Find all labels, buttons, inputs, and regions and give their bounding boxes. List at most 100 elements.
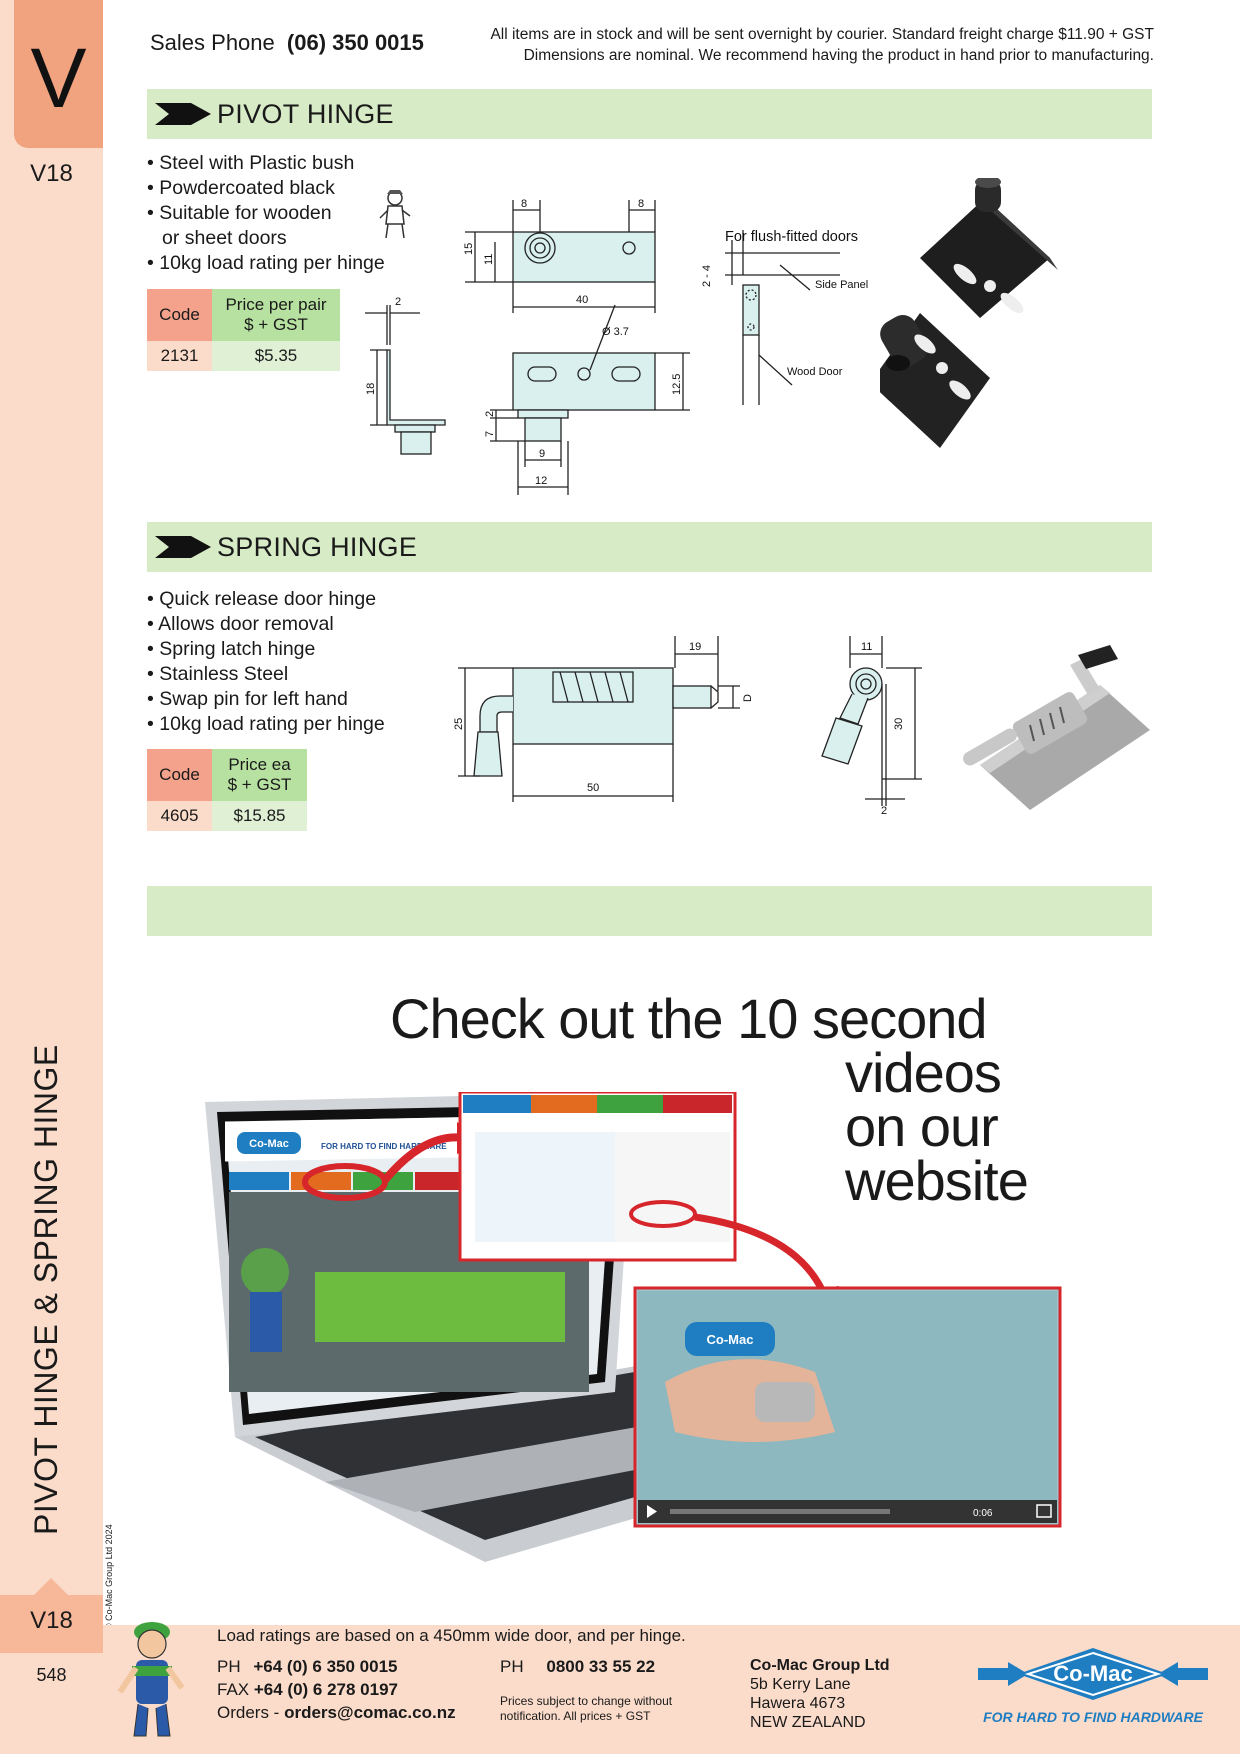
- pivot-hinge-technical-drawing: 8 8 15 11 40 2 18 Ø 3.7 12.5 7 2 9 12 Fo…: [365, 198, 868, 495]
- disclaimer-line: Prices subject to change without: [500, 1694, 673, 1708]
- sales-phone: Sales Phone (06) 350 0015: [150, 30, 424, 56]
- mascot-doodle-icon: [379, 190, 411, 239]
- video-time: 0:06: [973, 1508, 993, 1519]
- wood-door-label: Wood Door: [787, 366, 843, 378]
- dim-label: 2: [484, 411, 496, 417]
- site-logo-text: Co-Mac: [249, 1138, 289, 1150]
- disclaimer-line: notification. All prices + GST: [500, 1709, 651, 1723]
- pivot-hinge-title: PIVOT HINGE: [217, 99, 394, 129]
- spring-hinge-technical-drawing: 19 D 25 50 11 30 2: [453, 636, 922, 817]
- section-code-notch: [34, 1578, 68, 1595]
- dim-label: 2 - 4: [701, 265, 713, 287]
- site-tagline: FOR HARD TO FIND HARDWARE: [321, 1142, 447, 1151]
- dim-label: 12.5: [671, 374, 683, 395]
- section-tab: [14, 0, 103, 148]
- product-price: $5.35: [212, 341, 340, 371]
- dim-label: 12: [535, 475, 547, 487]
- list-item: Suitable for wooden: [147, 201, 385, 226]
- pivot-hinge-photo: [880, 178, 1058, 448]
- notice-line: Dimensions are nominal. We recommend hav…: [523, 47, 1154, 64]
- page-number: 548: [36, 1665, 67, 1685]
- promo-line: on our: [845, 1095, 999, 1158]
- dim-label: 50: [587, 782, 599, 794]
- phone-number: +64 (0) 6 350 0015: [253, 1657, 398, 1676]
- spring-price-table: Code Price ea $ + GST 4605 $15.85: [147, 749, 307, 831]
- pivot-feature-list: Steel with Plastic bush Powdercoated bla…: [147, 151, 385, 276]
- price-header-line: $ + GST: [244, 315, 308, 334]
- phone-label: PH: [500, 1657, 524, 1676]
- side-panel-label: Side Panel: [815, 279, 868, 291]
- dim-label: Ø 3.7: [602, 326, 629, 338]
- fax-number: +64 (0) 6 278 0197: [253, 1680, 399, 1699]
- list-item: Powdercoated black: [147, 176, 385, 201]
- code-header: Code: [147, 749, 212, 801]
- address-line: 5b Kerry Lane: [750, 1676, 851, 1693]
- promo-line: website: [845, 1149, 1029, 1212]
- section-code-top: V18: [30, 160, 73, 187]
- play-icon: [647, 1505, 657, 1518]
- footer-disclaimer: Prices subject to change without notific…: [500, 1694, 672, 1724]
- list-item: Allows door removal: [147, 612, 385, 637]
- logo-text: Co-Mac: [1053, 1661, 1132, 1686]
- sales-phone-number: (06) 350 0015: [286, 30, 424, 55]
- address-line: Hawera 4673: [750, 1695, 846, 1712]
- sales-phone-label: Sales Phone: [150, 30, 275, 55]
- footer-orders: Orders - orders@comac.co.nz: [217, 1703, 456, 1723]
- list-item: Spring latch hinge: [147, 637, 385, 662]
- website-video-promo-graphic: Co-Mac FOR HARD TO FIND HARDWARE Co-Mac …: [205, 1092, 1062, 1562]
- notice-line: All items are in stock and will be sent …: [490, 26, 1154, 43]
- price-header: Price ea $ + GST: [212, 749, 307, 801]
- dim-label: 30: [893, 718, 905, 730]
- product-code: 2131: [147, 341, 212, 371]
- section-tab-letter: V: [30, 31, 87, 125]
- dim-label: 8: [521, 198, 527, 210]
- logo-tagline: FOR HARD TO FIND HARDWARE: [983, 1709, 1204, 1725]
- orders-label: Orders -: [217, 1703, 280, 1722]
- pivot-price-table: Code Price per pair $ + GST 2131 $5.35: [147, 289, 340, 371]
- spring-hinge-photo: [963, 645, 1150, 810]
- dim-label: 2: [881, 805, 887, 817]
- promo-heading: Check out the 10 second videos on our we…: [390, 987, 1029, 1212]
- company-address: Co-Mac Group Ltd 5b Kerry Lane Hawera 46…: [750, 1656, 890, 1732]
- footer-freephone: PH 0800 33 55 22: [500, 1657, 655, 1677]
- dim-label: 2: [395, 296, 401, 308]
- dim-label: 7: [484, 431, 496, 437]
- list-item: 10kg load rating per hinge: [147, 251, 385, 276]
- spring-hinge-header: SPRING HINGE: [147, 522, 1152, 572]
- list-item: 10kg load rating per hinge: [147, 712, 385, 737]
- load-note: Load ratings are based on a 450mm wide d…: [217, 1626, 686, 1645]
- comac-logo: Co-Mac FOR HARD TO FIND HARDWARE: [978, 1648, 1208, 1725]
- dim-label: 40: [576, 294, 588, 306]
- freephone-number: 0800 33 55 22: [546, 1657, 656, 1676]
- arrow-icon: [155, 536, 211, 558]
- dim-label: 15: [463, 243, 475, 255]
- list-item: Quick release door hinge: [147, 587, 385, 612]
- spring-feature-list: Quick release door hinge Allows door rem…: [147, 587, 385, 737]
- product-code: 4605: [147, 801, 212, 831]
- spring-hinge-title: SPRING HINGE: [217, 532, 418, 562]
- section-code-box: [0, 1595, 103, 1653]
- dim-label: 18: [365, 383, 377, 395]
- footer-fax: FAX +64 (0) 6 278 0197: [217, 1680, 398, 1700]
- section-code-bottom: V18: [30, 1607, 73, 1634]
- fax-label: FAX: [217, 1680, 250, 1699]
- company-name: Co-Mac Group Ltd: [750, 1657, 890, 1674]
- price-header-line: $ + GST: [227, 775, 292, 794]
- dim-label: 11: [861, 641, 872, 653]
- list-item: Stainless Steel: [147, 662, 385, 687]
- dim-label: 25: [453, 718, 465, 730]
- dim-label: 9: [539, 448, 545, 460]
- dim-label: D: [742, 694, 754, 702]
- section-title-vertical: PIVOT HINGE & SPRING HINGE: [28, 1044, 64, 1535]
- video-logo-text: Co-Mac: [707, 1332, 754, 1347]
- empty-section-bar: [147, 886, 1152, 936]
- footer-phone: PH +64 (0) 6 350 0015: [217, 1657, 398, 1677]
- orders-email[interactable]: orders@comac.co.nz: [284, 1703, 456, 1722]
- code-header: Code: [147, 289, 212, 341]
- price-header-line: Price per pair: [225, 295, 327, 314]
- promo-line: Check out the 10 second: [390, 987, 988, 1050]
- phone-label: PH: [217, 1657, 241, 1676]
- pivot-hinge-header: PIVOT HINGE: [147, 89, 1152, 139]
- sidebar-band: [0, 0, 103, 1754]
- list-item: Swap pin for left hand: [147, 687, 385, 712]
